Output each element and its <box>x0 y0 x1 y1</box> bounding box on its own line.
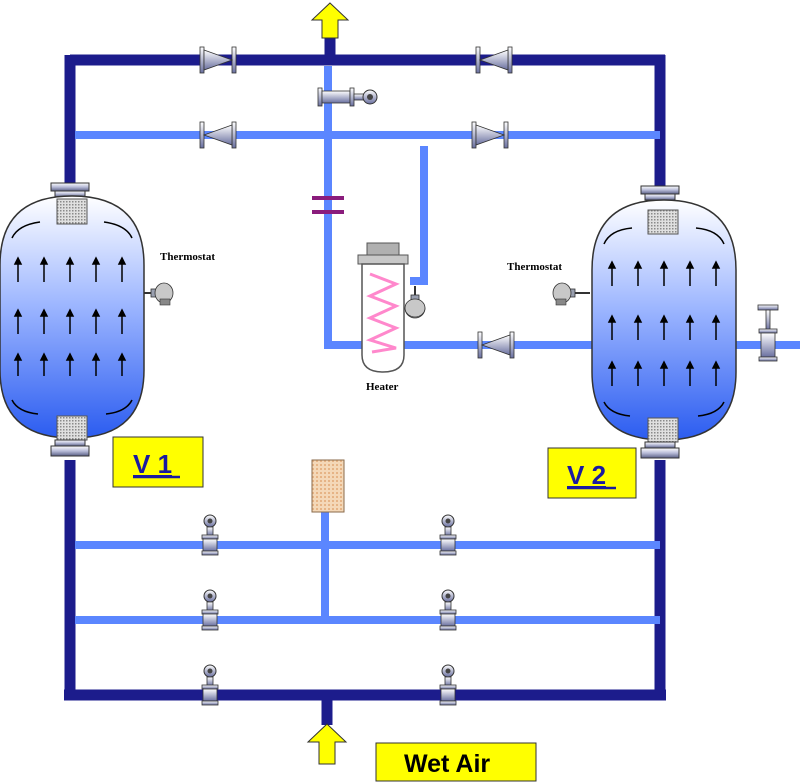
flow-arrow-head-icon <box>39 308 49 317</box>
flow-arrow-head-icon <box>117 256 127 265</box>
flow-arrow-head-icon <box>117 308 127 317</box>
flow-arrow-head-icon <box>633 360 643 369</box>
vessel-v2-label: V 2 <box>567 460 606 490</box>
flow-arrow-icon <box>603 401 631 417</box>
butterfly-valve-icon[interactable] <box>439 664 457 706</box>
dry-air-outlet-arrow-icon <box>310 2 350 39</box>
flow-arrow-head-icon <box>91 308 101 317</box>
v1-top-screen <box>56 198 88 225</box>
v2-bottom-screen <box>647 417 679 443</box>
check-valve-icon[interactable] <box>199 121 237 149</box>
v2-flow-arrows <box>603 227 725 417</box>
flow-arrow-head-icon <box>659 314 669 323</box>
flow-arrow-head-icon <box>711 360 721 369</box>
wet-air-label-box: Wet Air <box>375 742 537 782</box>
flow-arrow-head-icon <box>117 352 127 361</box>
vessel-v1-label: V 1 <box>133 449 172 479</box>
vessel-v1-label-box: V 1 <box>112 436 204 488</box>
thermostat-v2-label: Thermostat <box>507 261 562 273</box>
flow-arrow-head-icon <box>13 308 23 317</box>
vessel-v1-shell <box>0 195 145 439</box>
flow-arrow-head-icon <box>633 314 643 323</box>
wet-air-label: Wet Air <box>404 750 490 778</box>
flow-arrow-icon <box>103 221 133 239</box>
heater-label: Heater <box>366 381 398 393</box>
flow-arrow-icon <box>11 399 39 415</box>
flow-arrow-icon <box>105 399 133 415</box>
heater-coil-icon <box>365 272 400 354</box>
flow-arrow-head-icon <box>39 256 49 265</box>
flow-arrow-head-icon <box>711 260 721 269</box>
thermostat-icon[interactable] <box>404 286 426 319</box>
heater-cap <box>366 242 400 256</box>
heater: Heater <box>357 242 409 393</box>
flow-arrow-head-icon <box>659 260 669 269</box>
flow-arrow-head-icon <box>659 360 669 369</box>
flow-arrow-head-icon <box>633 260 643 269</box>
flow-arrow-head-icon <box>65 308 75 317</box>
butterfly-valve-icon[interactable] <box>757 304 779 362</box>
v1-flow-arrows <box>11 221 133 415</box>
vessel-v1 <box>0 182 145 457</box>
flow-arrow-head-icon <box>91 352 101 361</box>
control-valve-icon[interactable] <box>317 87 378 107</box>
flow-arrow-head-icon <box>13 256 23 265</box>
butterfly-valve-icon[interactable] <box>439 589 457 631</box>
thermostat-icon[interactable] <box>552 282 590 306</box>
flow-arrow-head-icon <box>91 256 101 265</box>
v2-top-screen <box>647 209 679 235</box>
flow-arrow-head-icon <box>65 256 75 265</box>
flow-arrow-head-icon <box>13 352 23 361</box>
check-valve-icon[interactable] <box>477 331 515 359</box>
butterfly-valve-icon[interactable] <box>201 514 219 556</box>
flow-arrow-icon <box>695 227 725 245</box>
check-valve-icon[interactable] <box>471 121 509 149</box>
flow-arrow-head-icon <box>607 314 617 323</box>
wet-air-inlet-arrow-icon <box>306 723 348 765</box>
v1-bottom-screen <box>56 415 88 441</box>
flow-arrow-head-icon <box>711 314 721 323</box>
check-valve-icon[interactable] <box>199 46 237 74</box>
heater-vessel <box>361 263 405 373</box>
flow-arrow-icon <box>11 221 41 239</box>
flow-arrow-head-icon <box>607 360 617 369</box>
butterfly-valve-icon[interactable] <box>201 589 219 631</box>
flow-arrow-icon <box>603 227 633 245</box>
orifice-plate-icon <box>312 196 344 214</box>
flow-arrow-head-icon <box>685 260 695 269</box>
filter-box <box>311 459 345 513</box>
thermostat-icon[interactable] <box>144 282 174 306</box>
check-valve-icon[interactable] <box>475 46 513 74</box>
flow-arrow-head-icon <box>39 352 49 361</box>
butterfly-valve-icon[interactable] <box>439 514 457 556</box>
flow-arrow-head-icon <box>65 352 75 361</box>
flow-arrow-head-icon <box>685 314 695 323</box>
flow-arrow-head-icon <box>685 360 695 369</box>
vessel-v2-label-box: V 2 <box>547 447 637 499</box>
flow-arrow-head-icon <box>607 260 617 269</box>
main-piping <box>64 35 666 725</box>
thermostat-v1-label: Thermostat <box>160 251 215 263</box>
butterfly-valve-icon[interactable] <box>201 664 219 706</box>
vessel-v2 <box>591 185 737 459</box>
flow-arrow-icon <box>697 401 725 417</box>
